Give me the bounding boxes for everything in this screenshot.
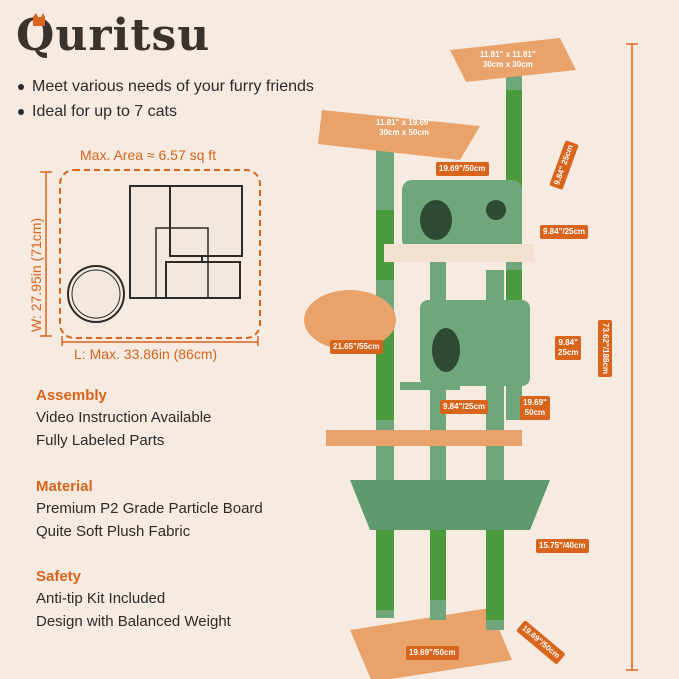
- dim-hammock-height: 15.75"/40cm: [536, 539, 589, 553]
- section-line: Fully Labeled Parts: [36, 432, 165, 449]
- hammock: [350, 480, 550, 530]
- dim-total-height: 73.62"/188cm: [598, 320, 612, 377]
- brand-name: Quritsu: [16, 10, 211, 61]
- top-perch-2: [318, 110, 480, 160]
- condo-1-window: [486, 200, 506, 220]
- sisal-6: [506, 90, 522, 190]
- condo-2-door: [432, 328, 460, 372]
- section-line: Design with Balanced Weight: [36, 613, 231, 630]
- cat-tree-illustration: [304, 38, 638, 679]
- section-heading-safety: Safety: [36, 568, 82, 585]
- cat-logo-icon: [33, 13, 45, 26]
- bullet-dot: [18, 108, 24, 115]
- dim-top-perch-1: 11.81" x 11.81"30cm x 30cm: [480, 50, 536, 69]
- section-heading-material: Material: [36, 478, 93, 495]
- lower-platform: [326, 430, 522, 446]
- dim-condo-2-width: 9.84"/25cm: [440, 400, 489, 414]
- shelf-3: [165, 261, 241, 299]
- top-perch-1: [450, 38, 576, 82]
- section-heading-assembly: Assembly: [36, 387, 107, 404]
- basket: [304, 290, 396, 350]
- shelf-outline: [155, 227, 209, 299]
- sisal-3: [376, 510, 394, 610]
- section-line: Anti-tip Kit Included: [36, 590, 166, 607]
- dim-base-width: 19.69"/50cm: [406, 646, 459, 660]
- dim-basket: 21.65"/55cm: [330, 340, 383, 354]
- condo-1-platform: [384, 244, 534, 262]
- condo-2-step: [400, 382, 460, 390]
- brand-logo: Quritsu: [16, 10, 210, 62]
- area-diagram: [40, 169, 261, 346]
- area-boundary: [59, 169, 261, 339]
- section-line: Premium P2 Grade Particle Board: [36, 500, 263, 517]
- dim-top-perch-2: 11.81" x 19.69"30cm x 50cm: [376, 118, 433, 137]
- section-line: Quite Soft Plush Fabric: [36, 523, 191, 540]
- shelf-2: [169, 185, 243, 257]
- area-title: Max. Area ≈ 6.57 sq ft: [80, 147, 217, 163]
- dim-condo-1-height: 9.84"/25cm: [540, 225, 589, 239]
- dim-ball-bar: 19.69"/50cm: [436, 162, 489, 176]
- area-length-label: L: Max. 33.86in (86cm): [74, 346, 218, 362]
- dim-condo-2-depth: 19.69"50cm: [520, 396, 550, 420]
- basket-circle: [67, 265, 125, 323]
- bullet-dot: [18, 83, 24, 90]
- section-line: Video Instruction Available: [36, 409, 212, 426]
- bullet-2: Ideal for up to 7 cats: [18, 103, 177, 121]
- bullet-1: Meet various needs of your furry friends: [18, 78, 314, 96]
- base-plate: [350, 608, 512, 679]
- dim-condo-2-height: 9.84"25cm: [555, 336, 582, 360]
- condo-1-door: [420, 200, 452, 240]
